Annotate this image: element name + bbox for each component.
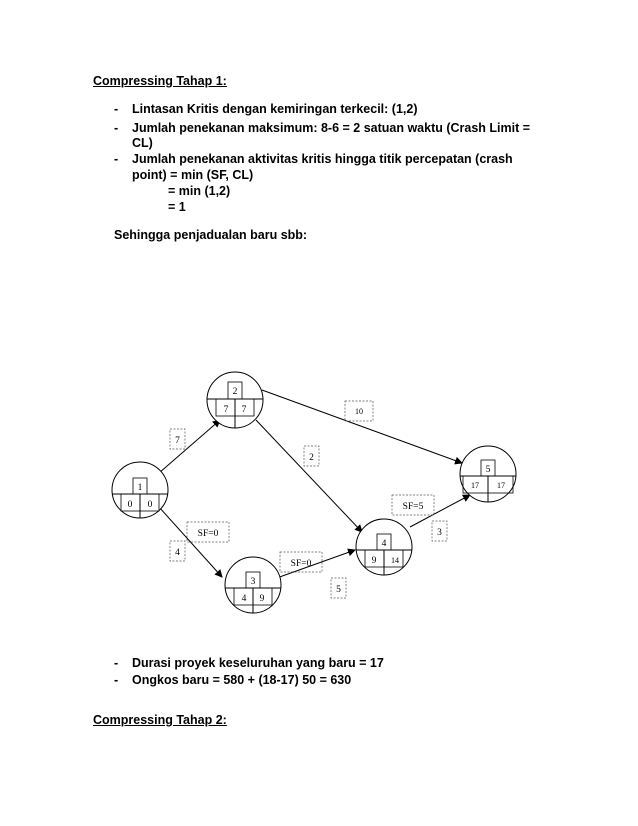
svg-text:5: 5 [336, 585, 341, 595]
svg-text:10: 10 [355, 407, 363, 416]
node-5-es: 17 [471, 481, 479, 490]
node-4-es: 9 [372, 556, 377, 566]
node-1-id: 1 [138, 483, 143, 493]
bullet-ongkos-baru: Ongkos baru = 580 + (18-17) 50 = 630 [132, 673, 352, 687]
bullet-marker: - [114, 121, 119, 135]
node-5-id: 5 [486, 465, 491, 475]
node-3-es: 4 [242, 594, 247, 604]
bullet-crash-point-line1: Jumlah penekanan aktivitas kritis hingga… [132, 152, 513, 166]
node-2: 2 7 7 [206, 371, 264, 429]
bullet-marker: - [114, 673, 119, 687]
node-3: 3 4 9 [224, 556, 282, 614]
arrow-3-4 [273, 548, 356, 580]
arrow-4-5 [409, 494, 471, 528]
bullet-lintasan-kritis: Lintasan Kritis dengan kemiringan terkec… [132, 102, 418, 116]
svg-text:SF=0: SF=0 [291, 559, 312, 569]
node-1: 1 0 0 [111, 461, 169, 519]
node-5: 5 17 17 [459, 445, 517, 503]
bullet-jumlah-penekanan-line1: Jumlah penekanan maksimum: 8-6 = 2 satua… [132, 121, 531, 135]
heading-tahap-2: Compressing Tahap 2: [93, 713, 227, 727]
bullet-marker: - [114, 152, 119, 166]
svg-text:SF=5: SF=5 [403, 502, 424, 512]
bullet-crash-point-line2: point) = min (SF, CL) [132, 168, 254, 182]
bullet-marker: - [114, 656, 119, 670]
heading-tahap-1: Compressing Tahap 1: [93, 74, 227, 88]
bullet-crash-point-line3: = min (1,2) [168, 184, 231, 198]
label-a12: 7 [169, 428, 186, 450]
arrow-2-5 [261, 389, 463, 465]
bullet-marker: - [114, 102, 119, 116]
node-4-lf: 14 [391, 556, 399, 565]
node-5-lf: 17 [497, 481, 505, 490]
svg-text:7: 7 [175, 436, 180, 446]
svg-text:4: 4 [175, 548, 180, 558]
bullet-crash-point-line4: = 1 [168, 200, 186, 214]
node-2-lf: 7 [242, 405, 247, 415]
label-sf45: SF=5 [391, 494, 435, 516]
node-1-lf: 0 [148, 500, 153, 510]
svg-text:3: 3 [437, 528, 442, 538]
bullet-jumlah-penekanan-line2: CL) [132, 136, 153, 150]
arrow-1-2 [158, 419, 221, 474]
node-3-id: 3 [251, 577, 256, 587]
node-2-es: 7 [224, 405, 229, 415]
node-3-lf: 9 [260, 594, 265, 604]
svg-text:2: 2 [309, 453, 314, 463]
label-sf13: SF=0 [186, 521, 230, 543]
svg-text:SF=0: SF=0 [198, 529, 219, 539]
label-a24: 2 [303, 445, 320, 467]
label-a34: 5 [330, 577, 347, 599]
node-4-id: 4 [382, 539, 387, 549]
label-sf34: SF=0 [279, 551, 323, 573]
label-a45: 3 [431, 520, 448, 542]
bullet-durasi-proyek: Durasi proyek keseluruhan yang baru = 17 [132, 656, 384, 670]
sehingga-text: Sehingga penjadualan baru sbb: [114, 228, 308, 242]
node-2-id: 2 [233, 387, 238, 397]
node-1-es: 0 [128, 500, 133, 510]
label-a25: 10 [344, 400, 374, 422]
label-a13: 4 [169, 540, 186, 562]
arrow-1-3 [158, 506, 223, 578]
node-4: 4 9 14 [355, 518, 413, 576]
arrow-2-4 [255, 419, 363, 533]
